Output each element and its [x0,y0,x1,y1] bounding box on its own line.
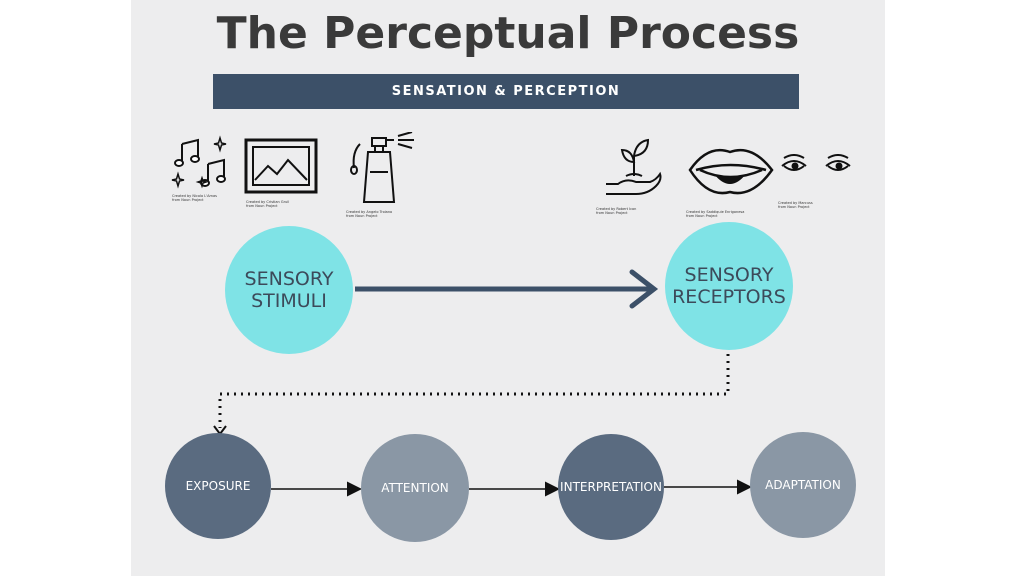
sensory-receptors-circle: SENSORY RECEPTORS [665,222,793,350]
picture-credit: Created by Cristian Gruil from Noun Proj… [246,200,290,208]
step-interpretation: INTERPRETATION [558,434,664,540]
music-credit: Created by Nicolo L'Amas from Noun Proje… [172,194,217,202]
receptors-label-line1: SENSORY [684,264,774,286]
hand-plant-icon [606,138,662,195]
perfume-bottle-icon [350,132,414,203]
main-arrow [355,269,659,309]
dotted-connector [218,354,730,428]
hand-credit: Created by Robert Icon from Noun Project [596,207,637,215]
music-notes-icon [171,135,227,189]
eyes-icon [781,154,851,171]
subtitle-banner: SENSATION & PERCEPTION [213,74,799,109]
step-attention: ATTENTION [361,434,469,542]
step-adaptation: ADAPTATION [750,432,856,538]
picture-frame-icon [244,138,318,194]
receptors-label-line2: RECEPTORS [672,286,786,308]
step-exposure: EXPOSURE [165,433,271,539]
eyes-credit: Created by Marcuss from Noun Project [778,201,813,209]
mouth-credit: Created by Saddiquie Enrigonesa from Nou… [686,210,745,218]
page-title: The Perceptual Process [216,8,800,59]
mouth-tongue-icon [688,148,774,195]
stimuli-label-line2: STIMULI [251,290,327,312]
sensory-stimuli-circle: SENSORY STIMULI [225,226,353,354]
stimuli-label-line1: SENSORY [244,268,334,290]
perfume-credit: Created by Angelo Troiano from Noun Proj… [346,210,393,218]
